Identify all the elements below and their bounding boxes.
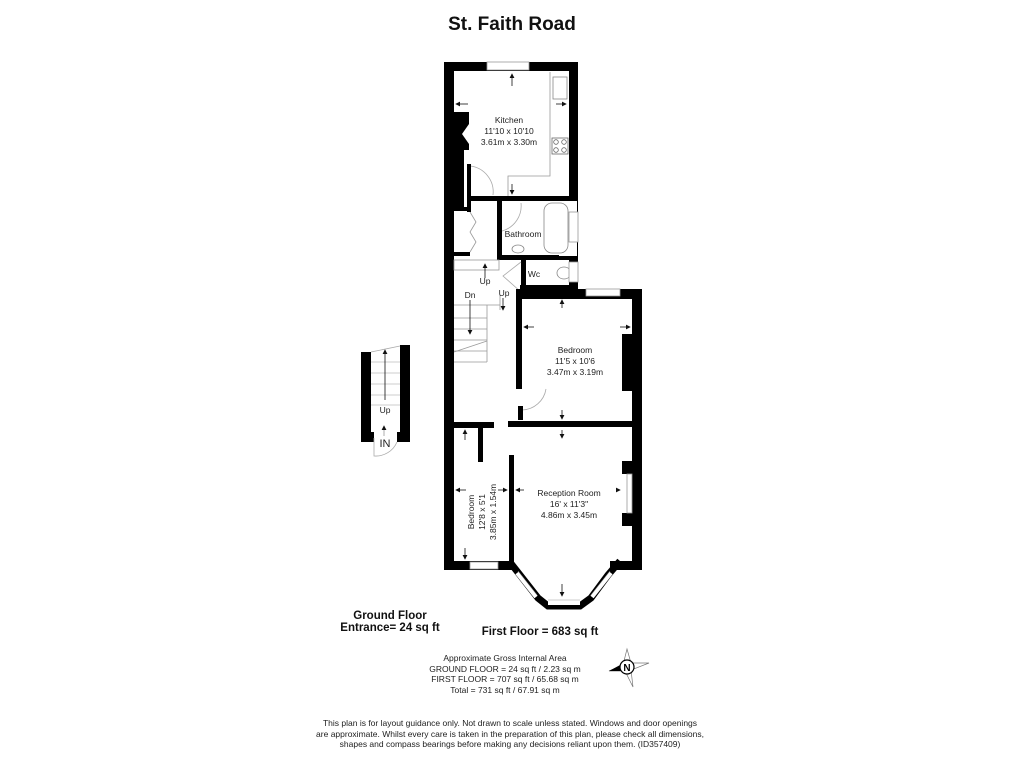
area-ground: GROUND FLOOR = 24 sq ft / 2.23 sq m (429, 663, 581, 674)
bathroom-name: Bathroom (505, 229, 542, 239)
kitchen-name: Kitchen (495, 115, 524, 125)
disclaimer: This plan is for layout guidance only. N… (250, 718, 770, 750)
entrance-in-label: IN (380, 438, 391, 450)
sink-icon (552, 76, 568, 100)
bedroom2-imperial: 12'8 x 5'1 (477, 494, 487, 530)
reception-name: Reception Room (537, 488, 600, 498)
stairs-up-label: Up (480, 276, 491, 286)
first-floor-label: First Floor = 683 sq ft (481, 626, 599, 638)
hob-icon (551, 137, 569, 155)
bay-window (506, 558, 623, 610)
area-total: Total = 731 sq ft / 67.91 sq m (450, 684, 560, 695)
stairs-dn-label: Dn (465, 290, 476, 300)
chimney-breast (454, 112, 469, 150)
ground-floor-entrance: Entrance= 24 sq ft (340, 622, 440, 634)
entrance-stair (361, 345, 410, 457)
kitchen-window (486, 61, 530, 71)
entrance-up-label: Up (380, 405, 391, 415)
ground-floor-title: Ground Floor (353, 610, 427, 622)
bedroom-window (469, 561, 499, 570)
page-title: St. Faith Road (448, 14, 576, 35)
chimney-breast (622, 334, 632, 391)
area-heading: Approximate Gross Internal Area (443, 653, 567, 663)
disclaimer-line-2: are approximate. Whilst every care is ta… (316, 728, 704, 739)
disclaimer-line-1: This plan is for layout guidance only. N… (322, 718, 698, 728)
disclaimer-line-3: shapes and compass bearings before makin… (339, 739, 681, 749)
kitchen-imperial: 11'10 x 10'10 (484, 126, 534, 136)
ground-floor-label: Ground Floor Entrance= 24 sq ft (320, 610, 460, 634)
bedroom2-metric: 3.85m x 1.54m (488, 484, 498, 540)
basin-icon (511, 244, 525, 254)
area-first: FIRST FLOOR = 707 sq ft / 65.68 sq m (431, 674, 579, 684)
bedroom-window (585, 288, 621, 297)
dimension-arrows (455, 73, 631, 597)
bathtub-icon (543, 202, 569, 254)
interior-wall (470, 196, 578, 201)
compass-icon: N (608, 647, 650, 688)
bedroom2-name: Bedroom (466, 495, 476, 530)
kitchen-metric: 3.61m x 3.30m (481, 137, 537, 147)
area-summary: Approximate Gross Internal Area GROUND F… (380, 653, 630, 695)
reception-metric: 4.86m x 3.45m (541, 510, 597, 520)
bedroom-imperial: 11'5 x 10'6 (555, 356, 595, 366)
compass-label: N (623, 663, 630, 674)
wc-name: Wc (528, 269, 541, 279)
stairs-up-right-label: Up (499, 288, 510, 298)
staircase (453, 259, 501, 363)
bedroom-metric: 3.47m x 3.19m (547, 367, 603, 377)
bedroom-name: Bedroom (558, 345, 593, 355)
reception-imperial: 16' x 11'3" (550, 499, 588, 509)
